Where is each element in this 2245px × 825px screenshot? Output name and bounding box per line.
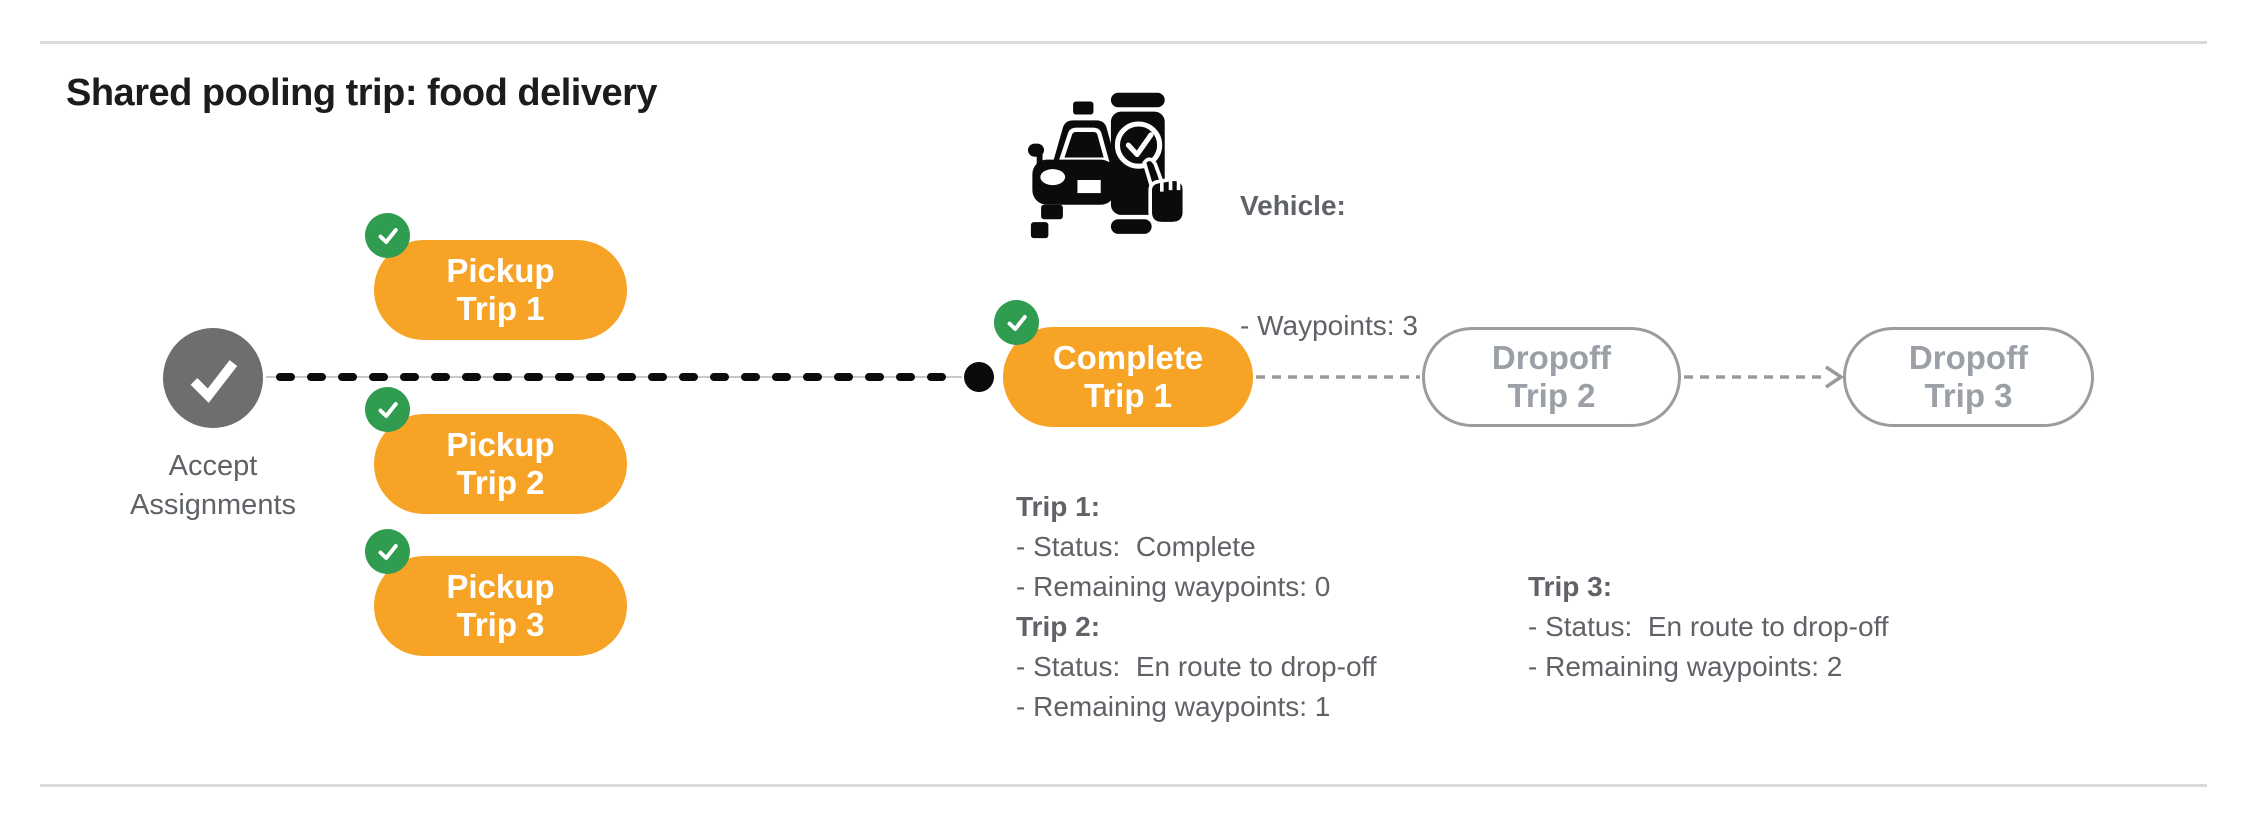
trip-2-remaining-waypoints: - Remaining waypoints: 1 [1016, 691, 1331, 722]
phone-bottom-cap [1110, 219, 1152, 234]
check-mark [1125, 132, 1154, 158]
car-wheel [1041, 204, 1063, 220]
vehicle-heading: Vehicle: [1240, 190, 1346, 221]
trip-3-status-block: Trip 3: - Status: En route to drop-off -… [1528, 567, 1889, 687]
dropoff-trip-3-node: Dropoff Trip 3 [1843, 327, 2094, 427]
car-headlight [1040, 169, 1066, 186]
dropoff-trip-2-line2: Trip 2 [1507, 377, 1596, 414]
trip-2-heading: Trip 2: [1016, 611, 1101, 642]
dropoff-trip-3-line1: Dropoff [1908, 339, 2029, 376]
accept-assignments-node [163, 328, 263, 428]
pickup-trip-3-node: Pickup Trip 3 [374, 556, 627, 656]
car-wheel-block [1030, 222, 1049, 239]
trip-1-heading: Trip 1: [1016, 491, 1101, 522]
dropoff-trip-2-line1: Dropoff [1491, 339, 1612, 376]
vehicle-info: Vehicle: - Waypoints: 3 [1240, 106, 1418, 426]
pickup-trip-3-line1: Pickup [446, 568, 555, 605]
dropoff-trip-3-line2: Trip 3 [1924, 377, 2013, 414]
dropoff-trip-2-node: Dropoff Trip 2 [1422, 327, 1681, 427]
check-badge-pickup-1 [365, 213, 410, 258]
pickup-trip-3-line2: Trip 3 [456, 606, 545, 643]
complete-trip-1-line1: Complete [1052, 339, 1204, 376]
vehicle-waypoints: - Waypoints: 3 [1240, 310, 1418, 341]
check-icon [1007, 314, 1027, 331]
car-grille [1077, 180, 1101, 194]
current-position-dot [964, 362, 994, 392]
arrowhead-icon [1825, 365, 1845, 389]
bottom-divider [40, 784, 2207, 787]
checkmark-icon [190, 360, 238, 403]
check-icon [378, 401, 398, 418]
accept-label-line1: Accept [168, 450, 258, 482]
trip-1-2-status-block: Trip 1: - Status: Complete - Remaining w… [1016, 487, 1377, 727]
car-mirror [1028, 143, 1044, 157]
accept-assignments-label: Accept Assignments [88, 447, 338, 525]
phone-top-cap [1110, 92, 1165, 108]
check-badge-pickup-3 [365, 529, 410, 574]
check-badge-complete [994, 300, 1039, 345]
car-roof-sign [1073, 101, 1094, 115]
page-title: Shared pooling trip: food delivery [66, 72, 658, 114]
top-divider [40, 41, 2207, 44]
car-phone-check-icon [1028, 92, 1187, 239]
complete-trip-1-line2: Trip 1 [1083, 377, 1173, 414]
pickup-trip-1-line2: Trip 1 [456, 290, 545, 327]
trip-3-heading: Trip 3: [1528, 571, 1613, 602]
trip-2-status: - Status: En route to drop-off [1016, 651, 1377, 682]
accept-label-line2: Assignments [129, 489, 296, 521]
complete-trip-1-node: Complete Trip 1 [1003, 327, 1253, 427]
trip-3-remaining-waypoints: - Remaining waypoints: 2 [1528, 651, 1843, 682]
trip-1-status: - Status: Complete [1016, 531, 1256, 562]
pointing-hand [1142, 157, 1187, 226]
car-window [1058, 127, 1110, 162]
pickup-trip-1-node: Pickup Trip 1 [374, 240, 627, 340]
check-icon [378, 543, 398, 560]
trip-1-remaining-waypoints: - Remaining waypoints: 0 [1016, 571, 1331, 602]
check-circle [1114, 121, 1163, 169]
pickup-trip-2-node: Pickup Trip 2 [374, 414, 627, 514]
trip-3-status: - Status: En route to drop-off [1528, 611, 1889, 642]
car-mirror-stem [1036, 153, 1043, 166]
check-badge-pickup-2 [365, 387, 410, 432]
check-icon [378, 227, 398, 244]
pickup-trip-2-line1: Pickup [446, 426, 555, 463]
pickup-trip-1-line1: Pickup [446, 252, 555, 289]
pickup-trip-2-line2: Trip 2 [456, 464, 545, 501]
